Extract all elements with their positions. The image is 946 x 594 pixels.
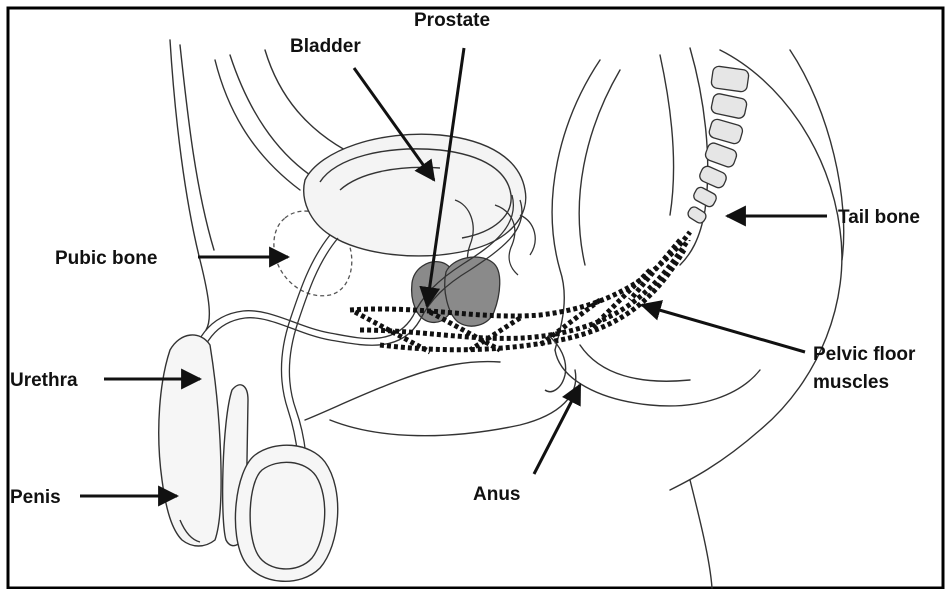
- label-pubic-bone: Pubic bone: [55, 248, 157, 269]
- label-bladder: Bladder: [290, 36, 361, 57]
- label-pelvic-floor: Pelvic floor: [813, 344, 916, 365]
- label-anus: Anus: [473, 484, 521, 505]
- label-muscles: muscles: [813, 372, 889, 393]
- label-tail-bone: Tail bone: [838, 207, 920, 228]
- label-prostate: Prostate: [414, 10, 490, 31]
- scrotum-shape: [235, 445, 337, 581]
- label-penis: Penis: [10, 487, 61, 508]
- label-urethra: Urethra: [10, 370, 78, 391]
